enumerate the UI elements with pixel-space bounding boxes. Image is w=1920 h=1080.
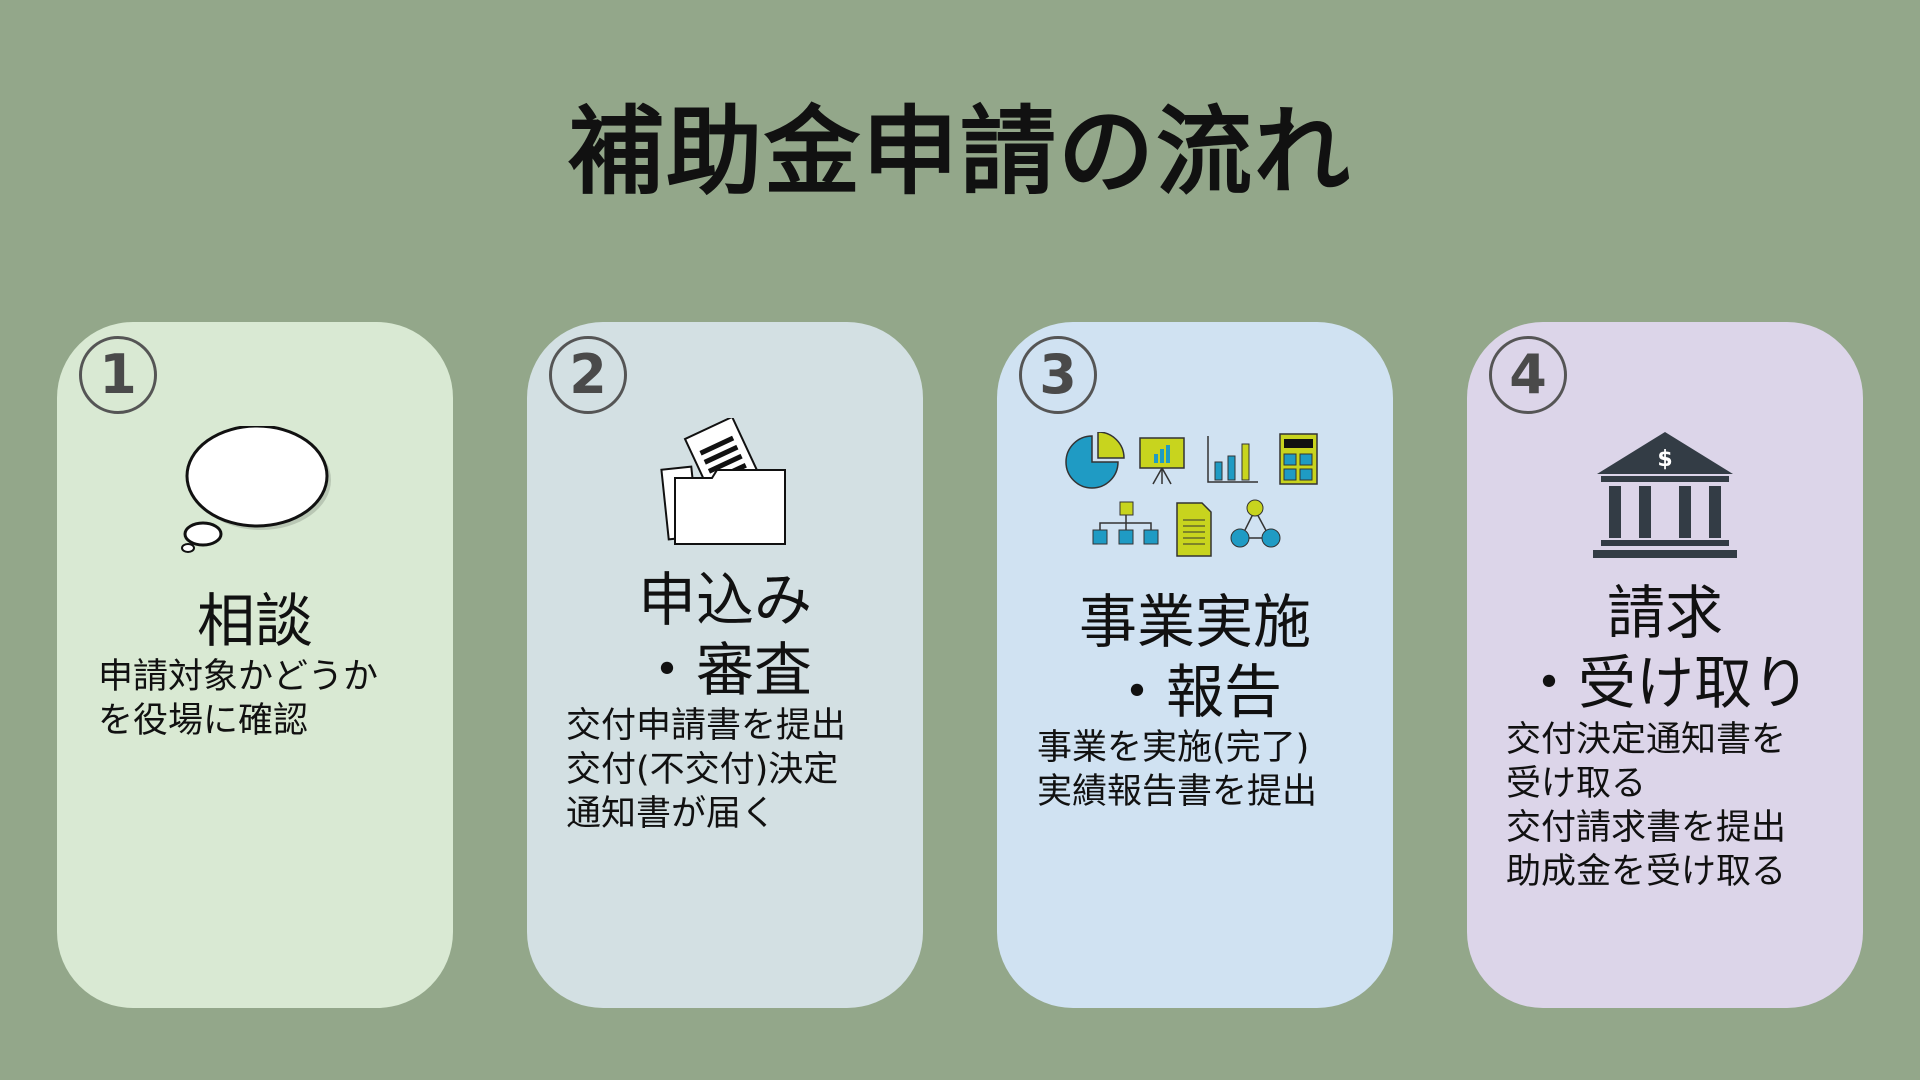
step-description: 事業を実施(完了) (1037, 728, 1310, 768)
step-card-4: 4 $ 請求 ・受け取り 交付決定通知書を 受け取る 交付請求書を提出 助成金を… (1467, 322, 1863, 1008)
step-description: 実績報告書を提出 (1037, 772, 1318, 812)
speech-bubble-icon (181, 426, 331, 553)
step-heading: ・報告 (1107, 658, 1282, 726)
step-number: 2 (549, 336, 627, 414)
step-description: 受け取る (1506, 764, 1647, 804)
step-number: 3 (1019, 336, 1097, 414)
document-icon (1176, 502, 1212, 557)
calculator-icon (1279, 433, 1318, 485)
step-card-1: 1 相談 申請対象かどうか を役場に確認 (57, 322, 453, 1008)
step-description: 交付決定通知書を (1506, 720, 1787, 760)
step-description: を役場に確認 (98, 701, 309, 741)
page-title: 補助金申請の流れ (568, 96, 1352, 208)
step-description: 助成金を受け取る (1506, 852, 1787, 892)
step-heading: 事業実施 (1078, 588, 1311, 656)
step-heading: 相談 (196, 587, 313, 655)
step-description: 交付申請書を提出 (566, 706, 847, 746)
step-description: 交付請求書を提出 (1506, 808, 1787, 848)
pie-chart-icon (1065, 432, 1125, 489)
business-charts-icon (1065, 432, 1318, 557)
step-heading: ・審査 (637, 636, 812, 704)
network-icon (1230, 499, 1281, 548)
step-description: 通知書が届く (566, 794, 777, 834)
step-card-2: 2 申込み ・審査 交付申請書を提出 交付(不交付)決定 通知書が届く (527, 322, 923, 1008)
step-description: 申請対象かどうか (98, 657, 379, 697)
bar-chart-icon (1207, 436, 1258, 483)
org-chart-icon (1092, 501, 1159, 545)
step-heading: 請求 (1606, 579, 1723, 647)
step-heading: 申込み (637, 566, 812, 634)
step-card-3: 3 (997, 322, 1393, 1008)
documents-folder-icon (660, 418, 786, 545)
step-heading: ・受け取り (1519, 649, 1810, 717)
step-number: 4 (1489, 336, 1567, 414)
bank-icon: $ (1593, 432, 1737, 558)
svg-text:$: $ (1657, 447, 1672, 472)
step-description: 交付(不交付)決定 (566, 750, 839, 790)
step-number: 1 (79, 336, 157, 414)
presentation-board-icon (1139, 437, 1185, 485)
